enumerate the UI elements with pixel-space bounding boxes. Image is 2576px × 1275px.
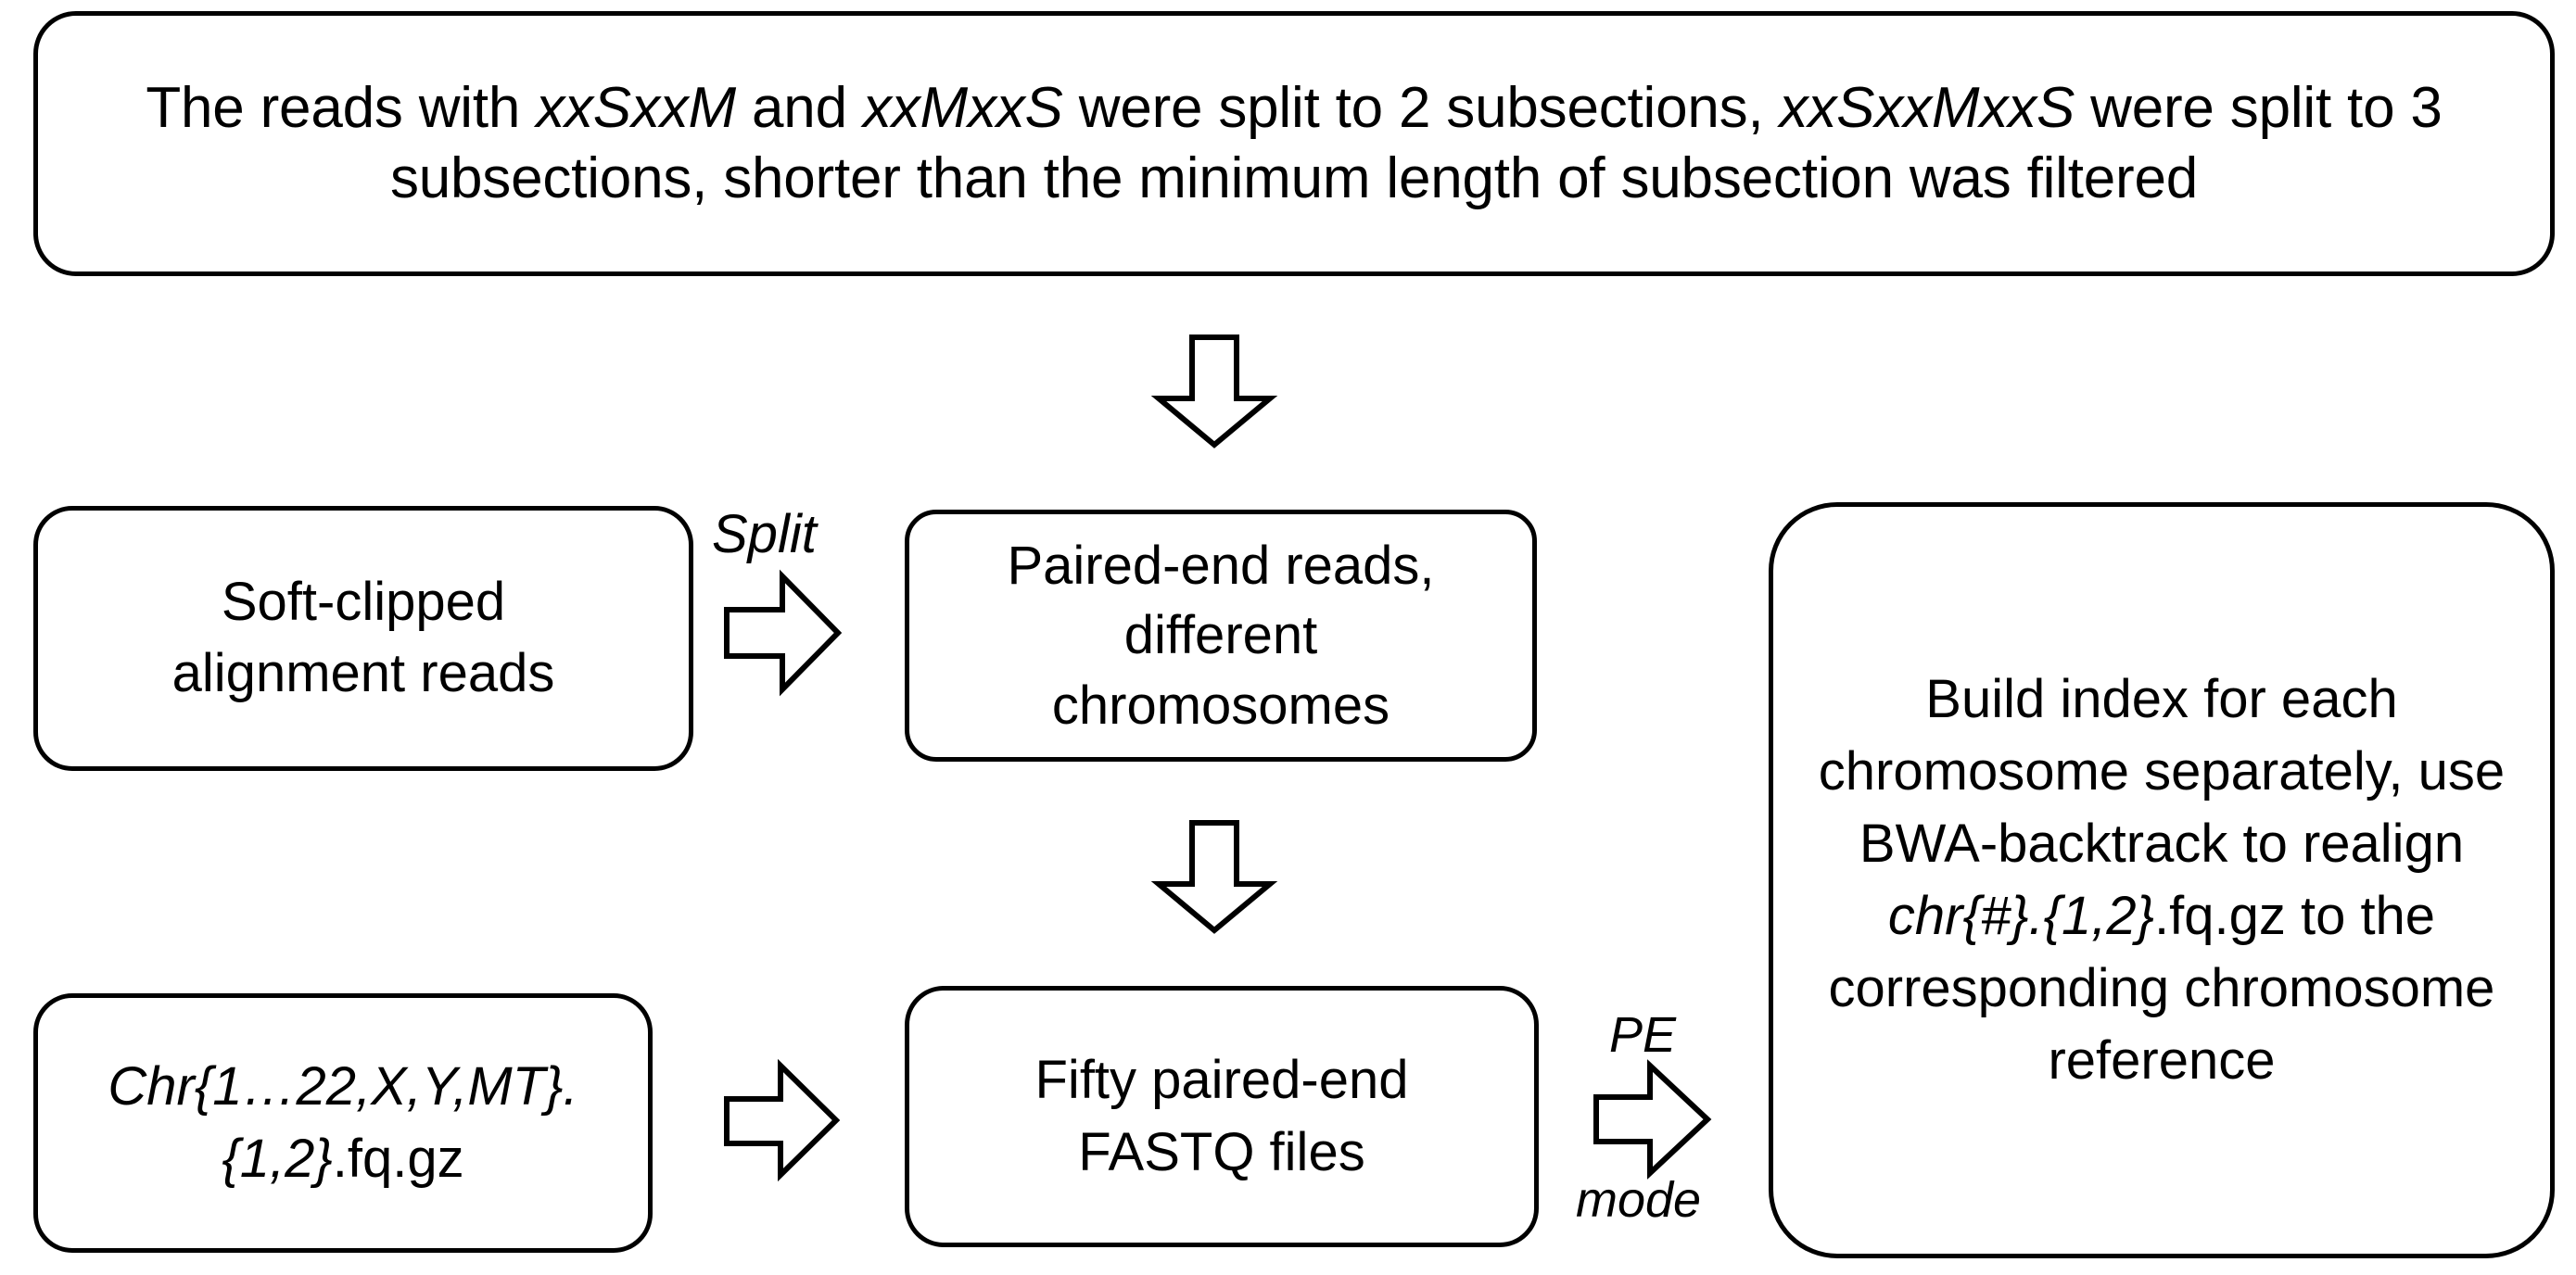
build-index-post: .fq.gz to the corresponding chromosome r… — [1828, 886, 2495, 1091]
build-index-box: Build index for each chromosome separate… — [1769, 502, 2555, 1258]
arrow-right-icon-bottom — [723, 1058, 841, 1182]
soft-clipped-line1: Soft-clipped — [221, 572, 506, 633]
paired-end-reads-box: Paired-end reads, different chromosomes — [905, 510, 1537, 762]
banner-line1-end: were — [2075, 76, 2214, 141]
banner-italic-xxmxxs: xxMxxS — [862, 76, 1063, 141]
arrow-right-icon-split — [723, 569, 843, 697]
arrow-down-icon — [1150, 334, 1278, 448]
arrow-right-icon-pe — [1593, 1059, 1712, 1180]
paired-end-reads-text: Paired-end reads, different chromosomes — [909, 531, 1532, 740]
mode-label: mode — [1576, 1172, 1702, 1228]
arrow-down-icon-2 — [1150, 819, 1278, 934]
chr-filename-extension: .fq.gz — [332, 1129, 464, 1189]
soft-clipped-reads-text: Soft-clipped alignment reads — [38, 567, 689, 709]
build-index-italic-filename: chr{#}.{1,2} — [1887, 886, 2154, 946]
banner-line2: split to 3 subsections, shorter than the… — [389, 76, 2443, 210]
banner-note-text: The reads with xxSxxM and xxMxxS were sp… — [38, 73, 2550, 213]
paired-end-line2: different — [1123, 605, 1318, 666]
banner-italic-xxsxxmxxs: xxSxxMxxS — [1779, 76, 2075, 141]
banner-italic-xxsxxm: xxSxxM — [536, 76, 736, 141]
chr-fastq-filenames-text: Chr{1…22,X,Y,MT}.{1,2}.fq.gz — [38, 1051, 648, 1194]
soft-clipped-reads-box: Soft-clipped alignment reads — [33, 506, 693, 771]
banner-note-box: The reads with xxSxxM and xxMxxS were sp… — [33, 11, 2555, 276]
banner-line1-post: were split to 2 subsections, — [1062, 76, 1780, 141]
fastq-line2: FASTQ files — [1078, 1122, 1365, 1182]
pe-label: PE — [1609, 1007, 1677, 1063]
banner-line1-pre: The reads with — [146, 76, 537, 141]
soft-clipped-line2: alignment reads — [171, 643, 555, 703]
split-label: Split — [712, 504, 817, 564]
build-index-text: Build index for each chromosome separate… — [1773, 663, 2550, 1097]
banner-line1-mid: and — [736, 76, 863, 141]
fastq-line1: Fifty paired-end — [1034, 1050, 1409, 1111]
chr-fastq-filenames-box: Chr{1…22,X,Y,MT}.{1,2}.fq.gz — [33, 993, 653, 1253]
chr-filename-italic: Chr{1…22,X,Y,MT}.{1,2} — [108, 1056, 578, 1189]
build-index-pre: Build index for each chromosome separate… — [1818, 669, 2506, 874]
paired-end-line1: Paired-end reads, — [1007, 535, 1435, 596]
paired-end-line3: chromosomes — [1051, 675, 1390, 736]
